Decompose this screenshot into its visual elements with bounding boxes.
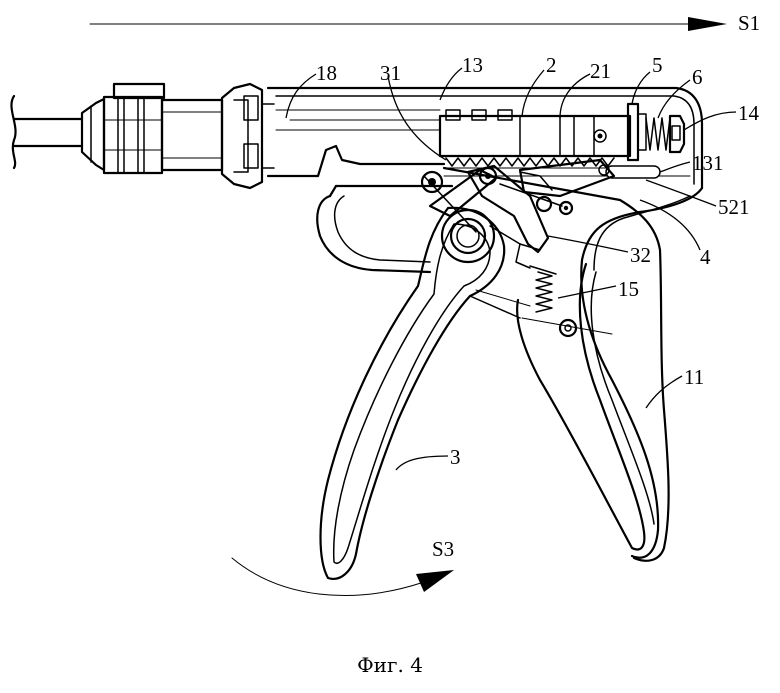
label-2: 2 xyxy=(546,53,557,77)
label-31: 31 xyxy=(380,61,401,85)
label-4: 4 xyxy=(700,245,711,269)
label-14: 14 xyxy=(738,101,760,125)
moving-handle xyxy=(321,208,541,579)
direction-arrow-s1 xyxy=(90,17,727,31)
label-131: 131 xyxy=(692,151,724,175)
cable xyxy=(11,96,82,168)
label-s1: S1 xyxy=(738,11,760,35)
label-11: 11 xyxy=(684,365,704,389)
label-521: 521 xyxy=(718,195,750,219)
label-13: 13 xyxy=(462,53,483,77)
label-s3: S3 xyxy=(432,537,454,561)
label-3: 3 xyxy=(450,445,461,469)
figure-caption: Фиг. 4 xyxy=(357,653,423,677)
reference-labels: S1 18 31 13 2 21 5 6 14 131 521 32 4 15 … xyxy=(316,11,760,561)
front-connector xyxy=(82,84,274,188)
label-32: 32 xyxy=(630,243,651,267)
label-21: 21 xyxy=(590,59,611,83)
label-15: 15 xyxy=(618,277,639,301)
label-6: 6 xyxy=(692,65,703,89)
rack-rod xyxy=(440,110,630,168)
label-5: 5 xyxy=(652,53,663,77)
label-18: 18 xyxy=(316,61,337,85)
